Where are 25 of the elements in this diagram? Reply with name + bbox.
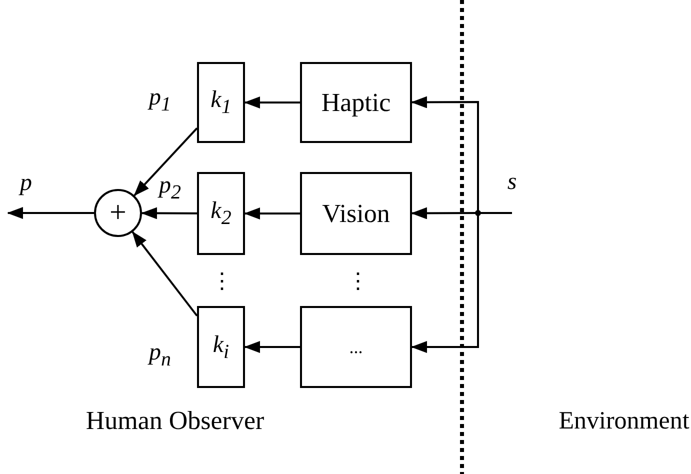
gain-box bbox=[197, 62, 245, 143]
arrow bbox=[244, 341, 300, 353]
arrow bbox=[132, 231, 198, 316]
plus-sign: + bbox=[110, 198, 126, 228]
sensor-box bbox=[300, 172, 412, 255]
box-label: k$_{2}$ bbox=[210, 199, 232, 228]
box-label: Vision bbox=[322, 200, 390, 226]
region-label: Human Observer bbox=[86, 408, 264, 434]
ellipsis-mark: ⋮ bbox=[347, 270, 369, 292]
box-label: ... bbox=[349, 338, 363, 356]
region-label: Environment bbox=[558, 408, 690, 434]
sensor-box bbox=[300, 62, 412, 143]
arrow bbox=[141, 207, 197, 220]
box-label: k$_{1}$ bbox=[210, 88, 232, 117]
gain-box bbox=[197, 306, 245, 388]
arrow bbox=[244, 208, 300, 220]
arrow bbox=[7, 207, 94, 219]
arrow bbox=[244, 96, 300, 108]
summing-junction bbox=[94, 189, 142, 237]
box-label: k$_{i}$ bbox=[212, 332, 230, 362]
box-label: Haptic bbox=[321, 90, 391, 116]
ellipsis-mark: ⋮ bbox=[211, 270, 233, 292]
gain-box bbox=[197, 172, 245, 255]
sensor-box bbox=[300, 306, 412, 388]
arrow bbox=[134, 128, 198, 196]
